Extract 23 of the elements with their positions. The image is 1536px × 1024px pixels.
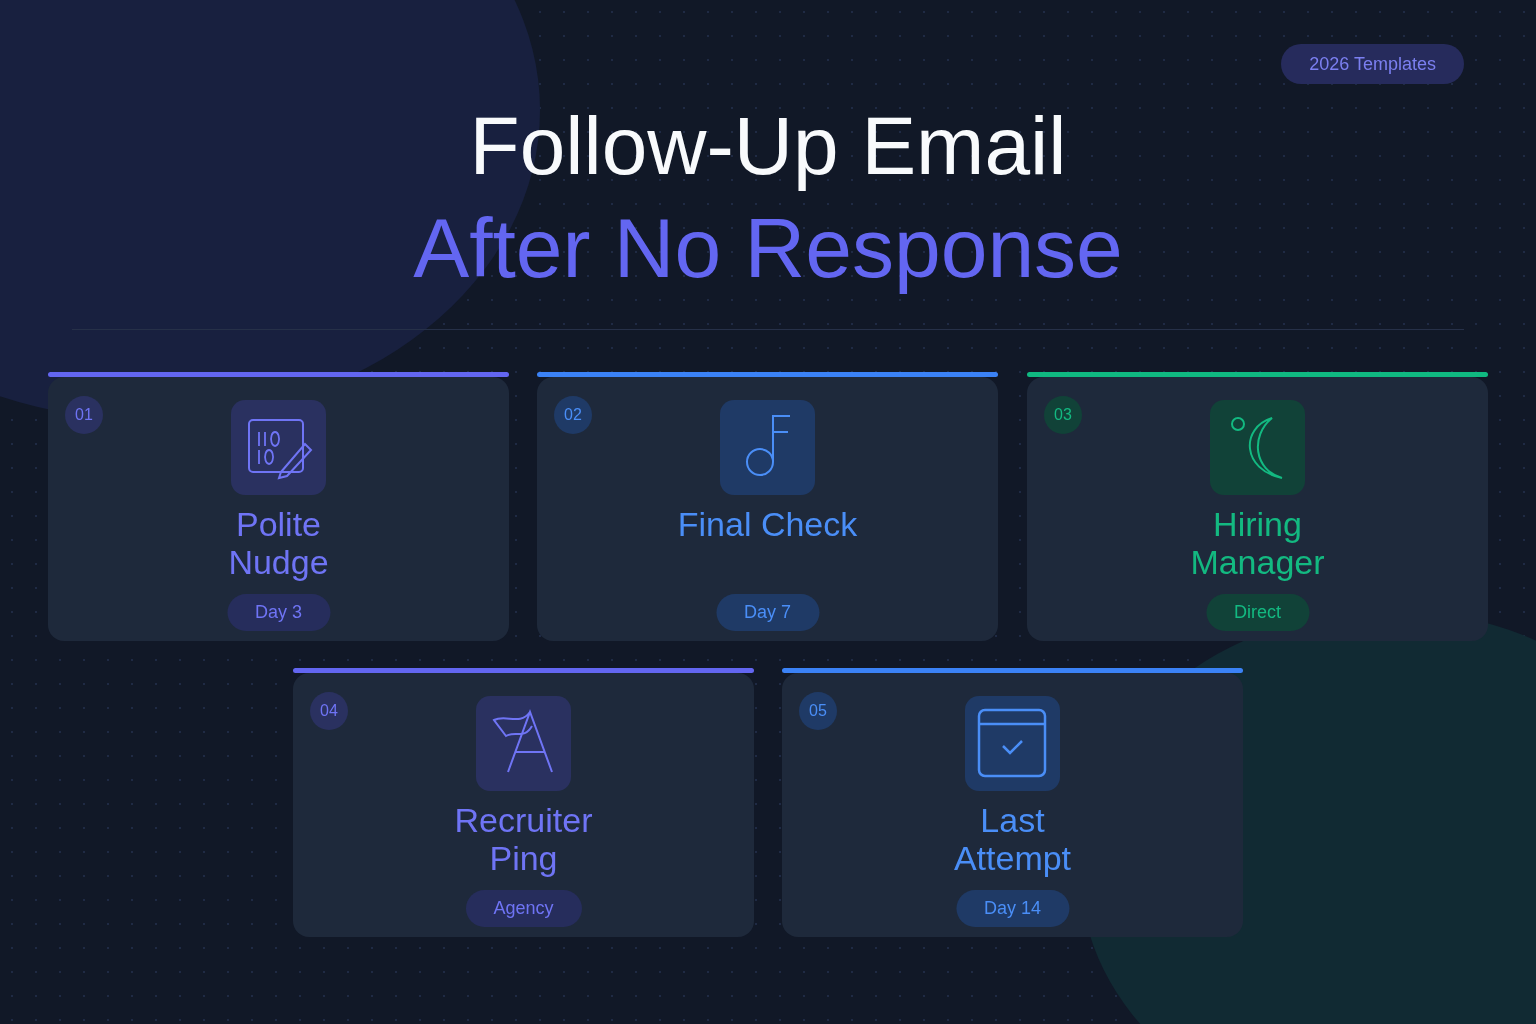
timing-tag: Agency (465, 890, 582, 927)
card-title: Final Check (677, 505, 858, 543)
template-card (537, 377, 998, 641)
timing-tag: Day 3 (227, 594, 330, 631)
card-title: Last Attempt (952, 801, 1073, 877)
timing-tag: Day 7 (716, 594, 819, 631)
title: Follow-Up Email (468, 99, 1068, 193)
step-number: 03 (1044, 396, 1082, 434)
subtitle: After No Response (412, 200, 1124, 297)
template-card (1027, 377, 1488, 641)
step-number: 05 (799, 692, 837, 730)
card-title: Hiring Manager (1189, 505, 1326, 581)
timing-tag: Direct (1206, 594, 1309, 631)
tag-label: 2026 Templates (1281, 44, 1464, 84)
step-number: 02 (554, 396, 592, 434)
template-card (48, 377, 509, 641)
template-card (782, 673, 1243, 937)
step-number: 01 (65, 396, 103, 434)
timing-tag: Day 14 (956, 890, 1069, 927)
card-title: Recruiter Ping (453, 801, 594, 877)
template-card (293, 673, 754, 937)
card-title: Polite Nudge (227, 505, 330, 581)
step-number: 04 (310, 692, 348, 730)
